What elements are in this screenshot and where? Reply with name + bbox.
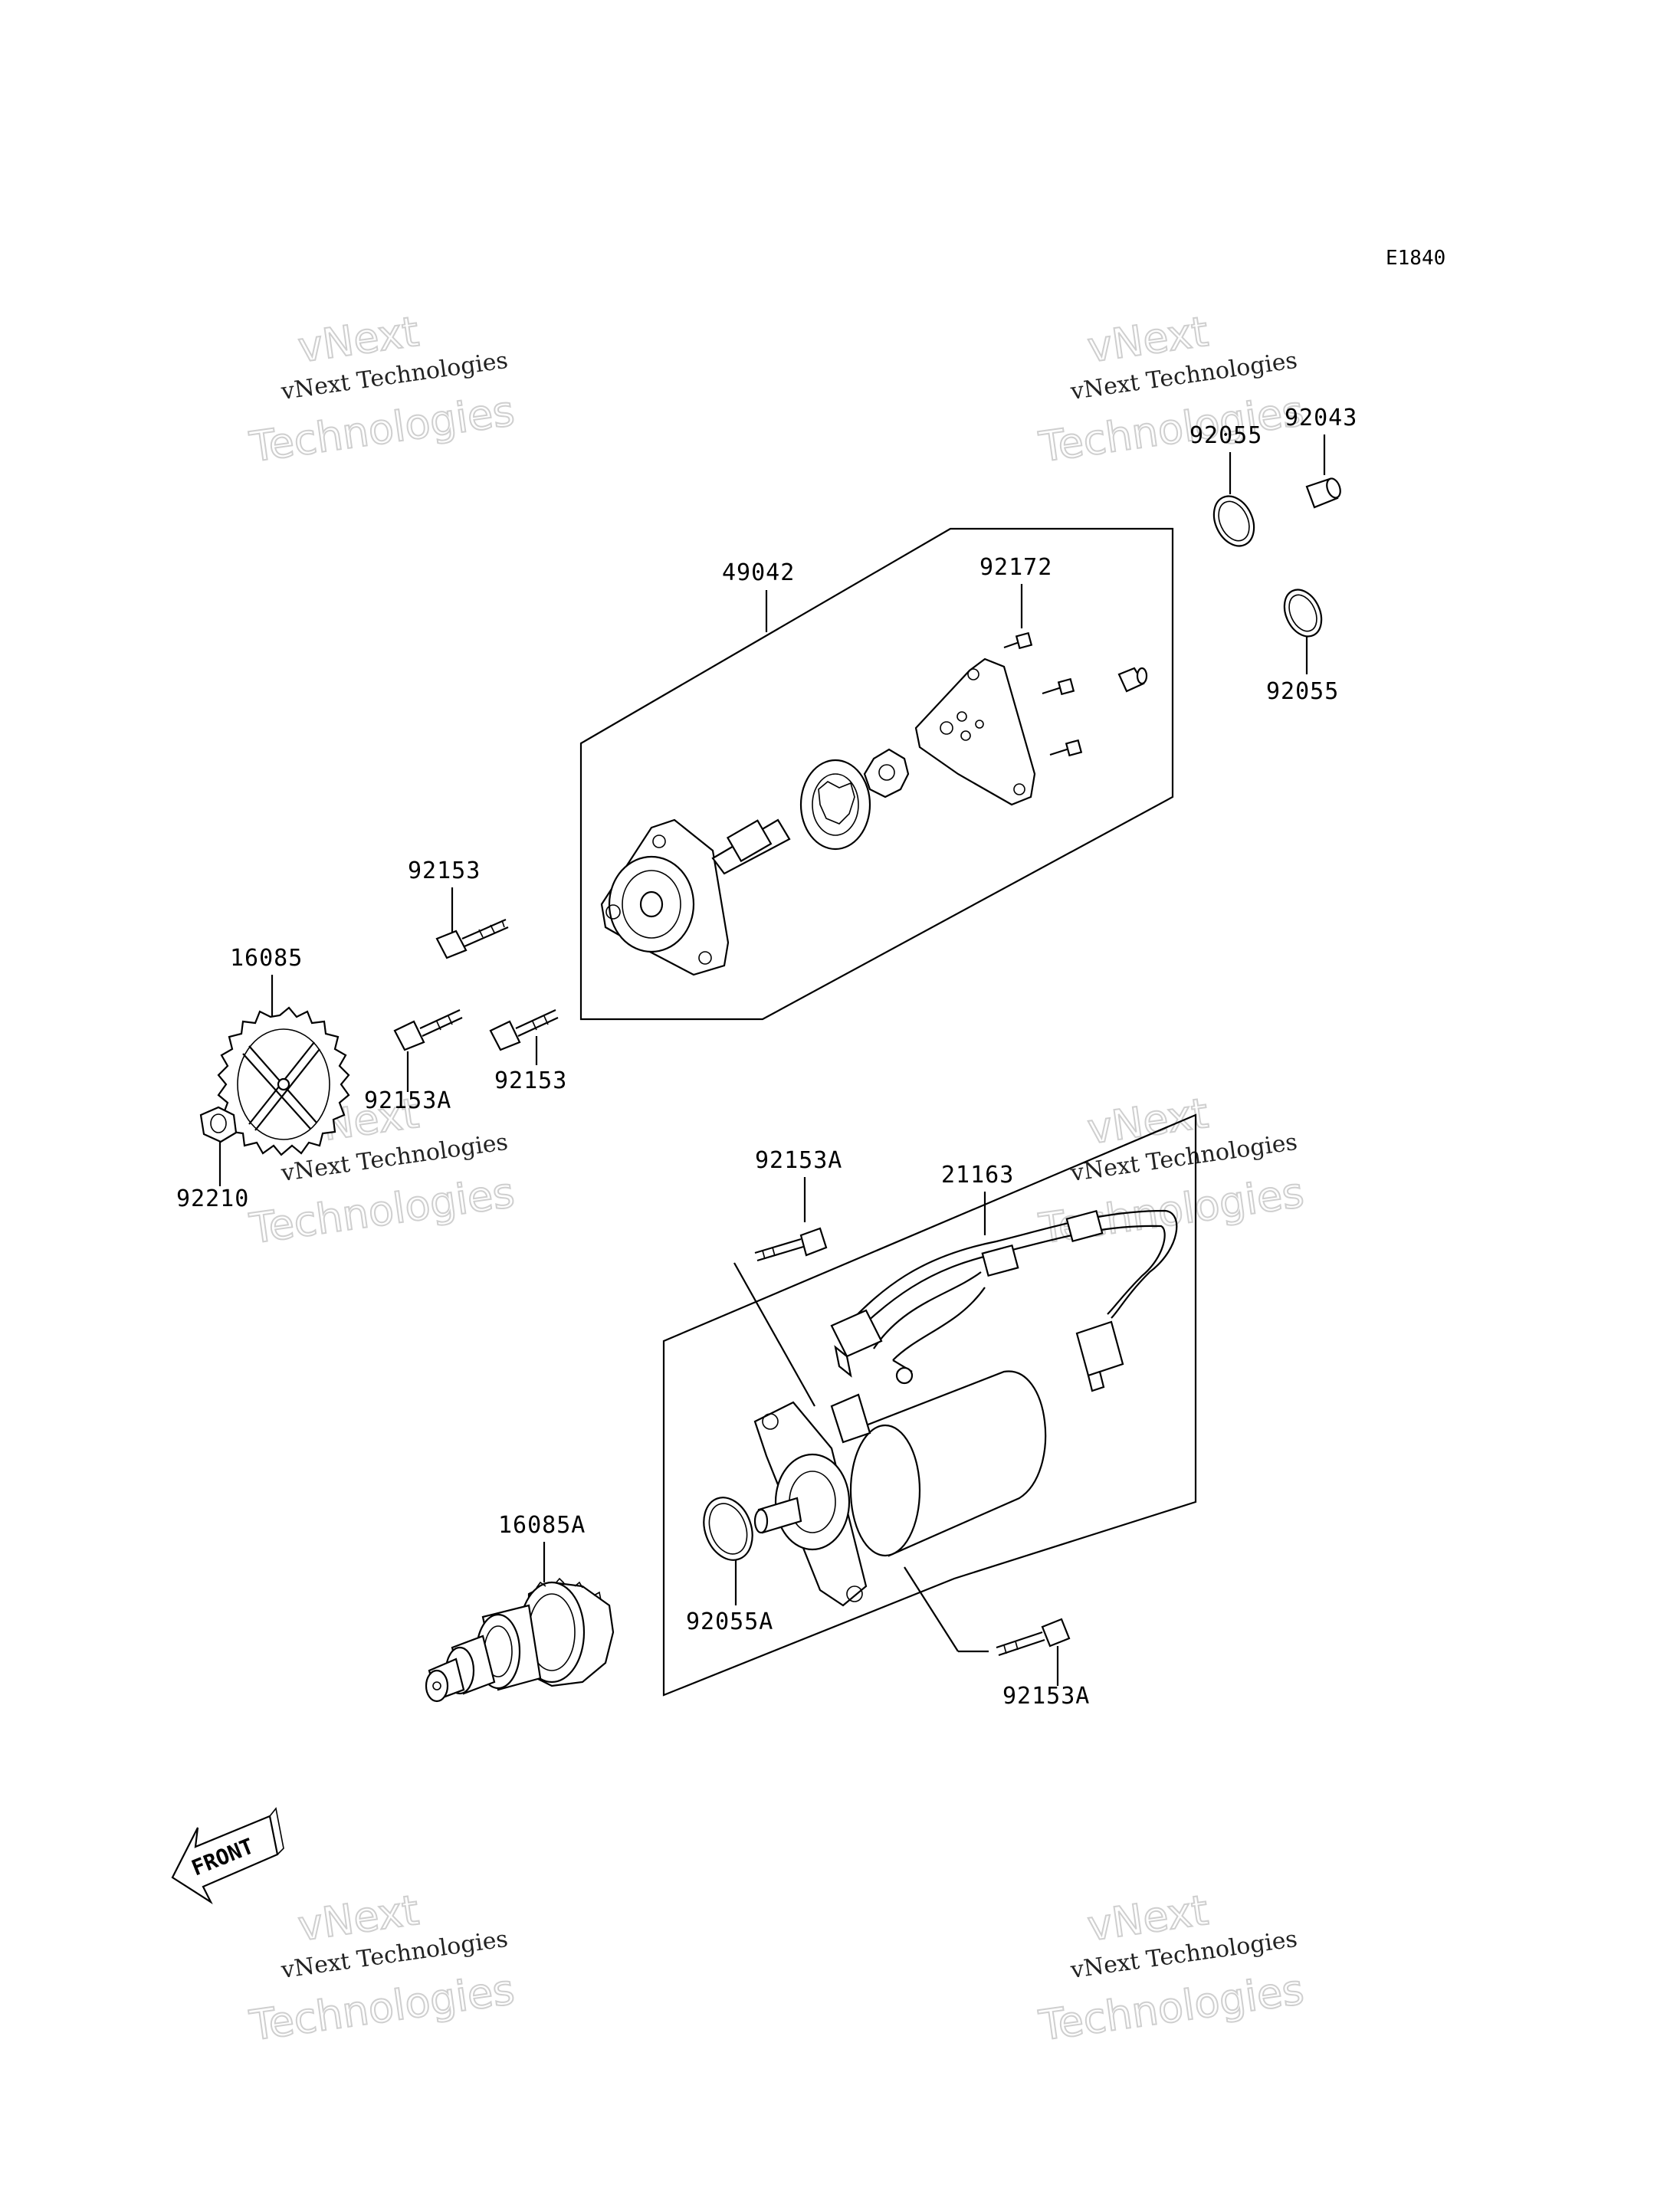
screw-92172-c	[1049, 739, 1083, 757]
label-92055-mid: 92055	[1266, 678, 1339, 705]
connector-right	[1075, 1320, 1124, 1392]
pin-92043	[1305, 477, 1341, 509]
ground-terminal	[892, 1359, 914, 1385]
watermark-top-left: vNext Technologies vNext Technologies	[246, 307, 518, 472]
connector-left	[830, 1309, 883, 1378]
sprocket-16085	[217, 1006, 350, 1156]
bolt-92153-top	[435, 918, 509, 959]
label-16085: 16085	[230, 945, 303, 972]
pump-shaft	[711, 818, 791, 875]
pump-plug	[1117, 667, 1148, 693]
label-92055-top: 92055	[1189, 422, 1262, 449]
pump-outer-rotor	[799, 759, 871, 851]
label-92210: 92210	[176, 1185, 249, 1212]
leader-bolt-to-motor	[733, 1262, 815, 1407]
diagram-code: E1840	[1386, 247, 1445, 270]
bolt-92153A-center	[754, 1227, 828, 1262]
wiring-harness	[838, 1209, 1178, 1361]
pump-inner-rotor	[863, 748, 910, 798]
watermark-bottom-right: vNext Technologies vNext Technologies	[1035, 1885, 1308, 2051]
label-92153A-center: 92153A	[755, 1147, 842, 1174]
front-arrow: FRONT	[171, 1807, 284, 1905]
label-92153-top: 92153	[408, 857, 481, 884]
label-92172: 92172	[979, 554, 1052, 581]
leader-motor-to-bolt	[904, 1566, 959, 1652]
label-16085A: 16085A	[498, 1512, 586, 1539]
label-92153A-bottom: 92153A	[1002, 1683, 1090, 1710]
label-92153-mid: 92153	[494, 1067, 567, 1094]
nut-92210	[199, 1106, 238, 1143]
starter-motor	[753, 1370, 1047, 1607]
bolt-92153-mid	[489, 1009, 559, 1051]
pump-cover	[914, 657, 1036, 806]
oring-92055-top	[1212, 495, 1255, 547]
bolt-92153A-left	[393, 1009, 463, 1051]
watermark-top-right: vNext Technologies vNext Technologies	[1035, 307, 1308, 472]
label-92055A: 92055A	[686, 1608, 773, 1635]
oring-92055-mid	[1283, 589, 1323, 638]
label-21163: 21163	[941, 1162, 1014, 1189]
screw-92172-a	[1003, 631, 1033, 650]
starter-clutch-16085A	[425, 1577, 615, 1703]
oring-92055A	[703, 1497, 753, 1561]
watermark-bottom-left: vNext Technologies vNext Technologies	[246, 1885, 518, 2051]
assembly-frame-49042	[579, 527, 1174, 1021]
oil-pump-body	[600, 818, 730, 976]
label-49042: 49042	[722, 559, 795, 586]
bolt-92153A-bottom	[996, 1618, 1071, 1657]
label-92043: 92043	[1285, 405, 1357, 431]
watermark-mid-right: vNext Technologies vNext Technologies	[1035, 1088, 1308, 1254]
assembly-frame-21163	[662, 1113, 1197, 1697]
label-92153A-left: 92153A	[364, 1087, 451, 1114]
screw-92172-b	[1042, 677, 1075, 696]
